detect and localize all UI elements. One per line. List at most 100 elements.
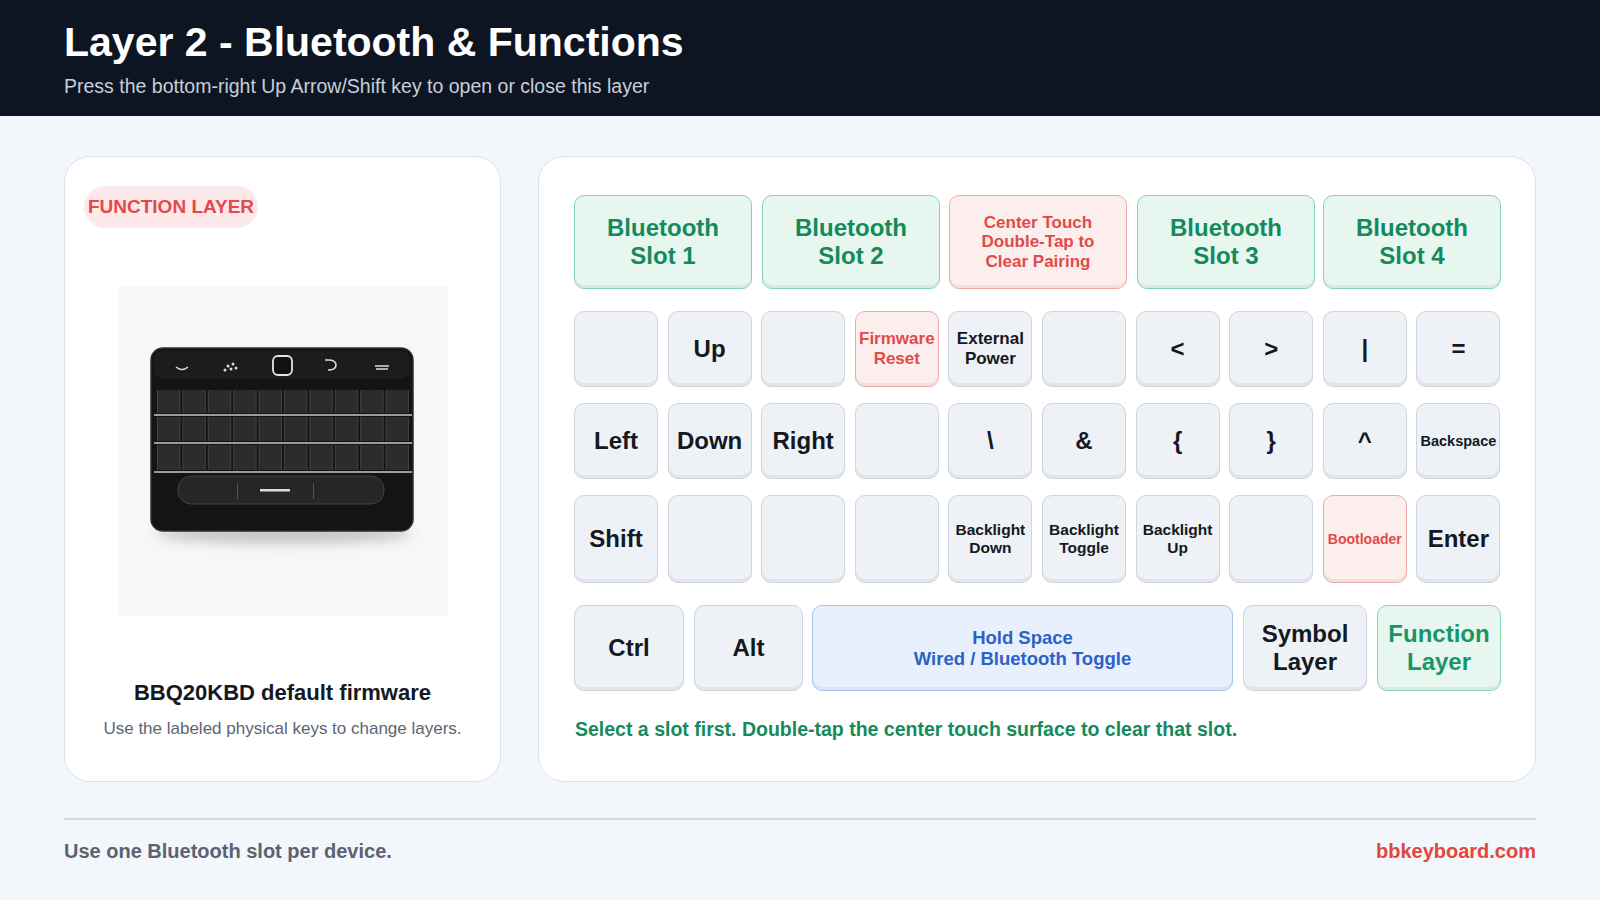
- blank-key: [855, 403, 939, 479]
- layer-key: >: [1229, 311, 1313, 387]
- key-label: Firmware Reset: [856, 329, 938, 368]
- key-label: Up: [694, 335, 726, 363]
- key-label: Alt: [733, 634, 765, 662]
- layer-key: Left: [574, 403, 658, 479]
- space-mark: [260, 489, 290, 492]
- layer-key: {: [1136, 403, 1220, 479]
- layer-key: ^: [1323, 403, 1407, 479]
- layer-key: Right: [761, 403, 845, 479]
- layer-key: Alt: [694, 605, 803, 691]
- image-frame: [118, 286, 448, 616]
- key-label: =: [1451, 335, 1465, 363]
- key-row: [156, 445, 410, 470]
- nav-strip: [154, 351, 410, 379]
- footer-note: Use one Bluetooth slot per device.: [64, 840, 392, 863]
- layer-key: Enter: [1416, 495, 1500, 583]
- keymap-card: Select a slot first. Double-tap the cent…: [538, 156, 1536, 782]
- layer-key: Center Touch Double-Tap to Clear Pairing: [949, 195, 1127, 289]
- key-label: <: [1171, 335, 1185, 363]
- blank-key: [1229, 495, 1313, 583]
- blank-key: [761, 311, 845, 387]
- keyboard-body: [151, 348, 413, 531]
- site-url: bbkeyboard.com: [1376, 840, 1536, 863]
- header-band: Layer 2 - Bluetooth & FunctionsPress the…: [0, 0, 1600, 116]
- usage-note: Select a slot first. Double-tap the cent…: [575, 718, 1237, 741]
- key-label: \: [987, 427, 994, 455]
- layer-key: }: [1229, 403, 1313, 479]
- key-divider: [237, 483, 238, 499]
- layer-key: Firmware Reset: [855, 311, 939, 387]
- key-row: [156, 417, 410, 441]
- key-label: Bluetooth Slot 3: [1152, 214, 1300, 269]
- key-label: {: [1173, 427, 1182, 455]
- key-label: }: [1267, 427, 1276, 455]
- layer-key: \: [948, 403, 1032, 479]
- key-label: Right: [773, 427, 834, 455]
- card-heading: BBQ20KBD default firmware: [65, 680, 500, 706]
- layer-key: Backlight Up: [1136, 495, 1220, 583]
- page-title: Layer 2 - Bluetooth & Functions: [64, 19, 684, 66]
- key-label: |: [1361, 335, 1368, 363]
- row-fret: [154, 471, 412, 473]
- key-label: Bluetooth Slot 2: [777, 214, 925, 269]
- layer-key: Bluetooth Slot 3: [1137, 195, 1315, 289]
- badge-text: FUNCTION LAYER: [88, 196, 254, 218]
- key-label: Backlight Toggle: [1043, 521, 1125, 557]
- blank-key: [1042, 311, 1126, 387]
- layer-key: Ctrl: [574, 605, 684, 691]
- key-label: Backlight Up: [1137, 521, 1219, 557]
- layer-key: =: [1416, 311, 1500, 387]
- layer-key: |: [1323, 311, 1407, 387]
- key-row: [156, 390, 410, 413]
- blank-key: [855, 495, 939, 583]
- key-label: Enter: [1428, 525, 1489, 553]
- blank-key: [761, 495, 845, 583]
- footer-rule: [64, 818, 1536, 820]
- key-label: ^: [1358, 427, 1372, 455]
- layer-key: Backspace: [1416, 403, 1500, 479]
- key-label: Bootloader: [1328, 531, 1402, 547]
- key-label: Ctrl: [608, 634, 649, 662]
- layer-key: <: [1136, 311, 1220, 387]
- key-label: &: [1075, 427, 1092, 455]
- layer-key: Backlight Down: [948, 495, 1032, 583]
- layer-key: Down: [668, 403, 752, 479]
- row-fret: [154, 442, 412, 444]
- layer-key: External Power: [948, 311, 1032, 387]
- key-label: External Power: [949, 329, 1031, 368]
- blank-key: [574, 311, 658, 387]
- end-icon: [375, 366, 389, 369]
- layer-key: Function Layer: [1377, 605, 1501, 691]
- key-label: Down: [677, 427, 742, 455]
- key-label: Backlight Down: [949, 521, 1031, 557]
- layer-key: Shift: [574, 495, 658, 583]
- key-divider: [313, 483, 314, 499]
- layer-key: Symbol Layer: [1243, 605, 1367, 691]
- row-fret: [154, 414, 412, 416]
- layer-key: Bootloader: [1323, 495, 1407, 583]
- key-label: Backspace: [1421, 433, 1497, 450]
- layer-key: Bluetooth Slot 1: [574, 195, 752, 289]
- key-label: Shift: [589, 525, 642, 553]
- layer-badge: FUNCTION LAYER: [84, 186, 258, 228]
- layer-key: Bluetooth Slot 2: [762, 195, 940, 289]
- bottom-row: [178, 476, 384, 504]
- key-label: Left: [594, 427, 638, 455]
- blank-key: [668, 495, 752, 583]
- layer-key: Backlight Toggle: [1042, 495, 1126, 583]
- key-label: Hold Space: [972, 627, 1073, 648]
- key-label: >: [1264, 335, 1278, 363]
- layer-key: Bluetooth Slot 4: [1323, 195, 1501, 289]
- key-label: Bluetooth Slot 4: [1338, 214, 1486, 269]
- keyboard-illustration: [118, 286, 448, 616]
- key-label: Center Touch Double-Tap to Clear Pairing: [969, 213, 1107, 272]
- layer-key: Up: [668, 311, 752, 387]
- key-label: Wired / Bluetooth Toggle: [914, 648, 1131, 669]
- page-subtitle: Press the bottom-right Up Arrow/Shift ke…: [64, 75, 649, 98]
- call-icon: [176, 367, 188, 370]
- layer-key: Hold SpaceWired / Bluetooth Toggle: [812, 605, 1233, 691]
- key-label: Bluetooth Slot 1: [589, 214, 737, 269]
- card-note: Use the labeled physical keys to change …: [65, 719, 500, 739]
- key-label: Function Layer: [1386, 620, 1492, 675]
